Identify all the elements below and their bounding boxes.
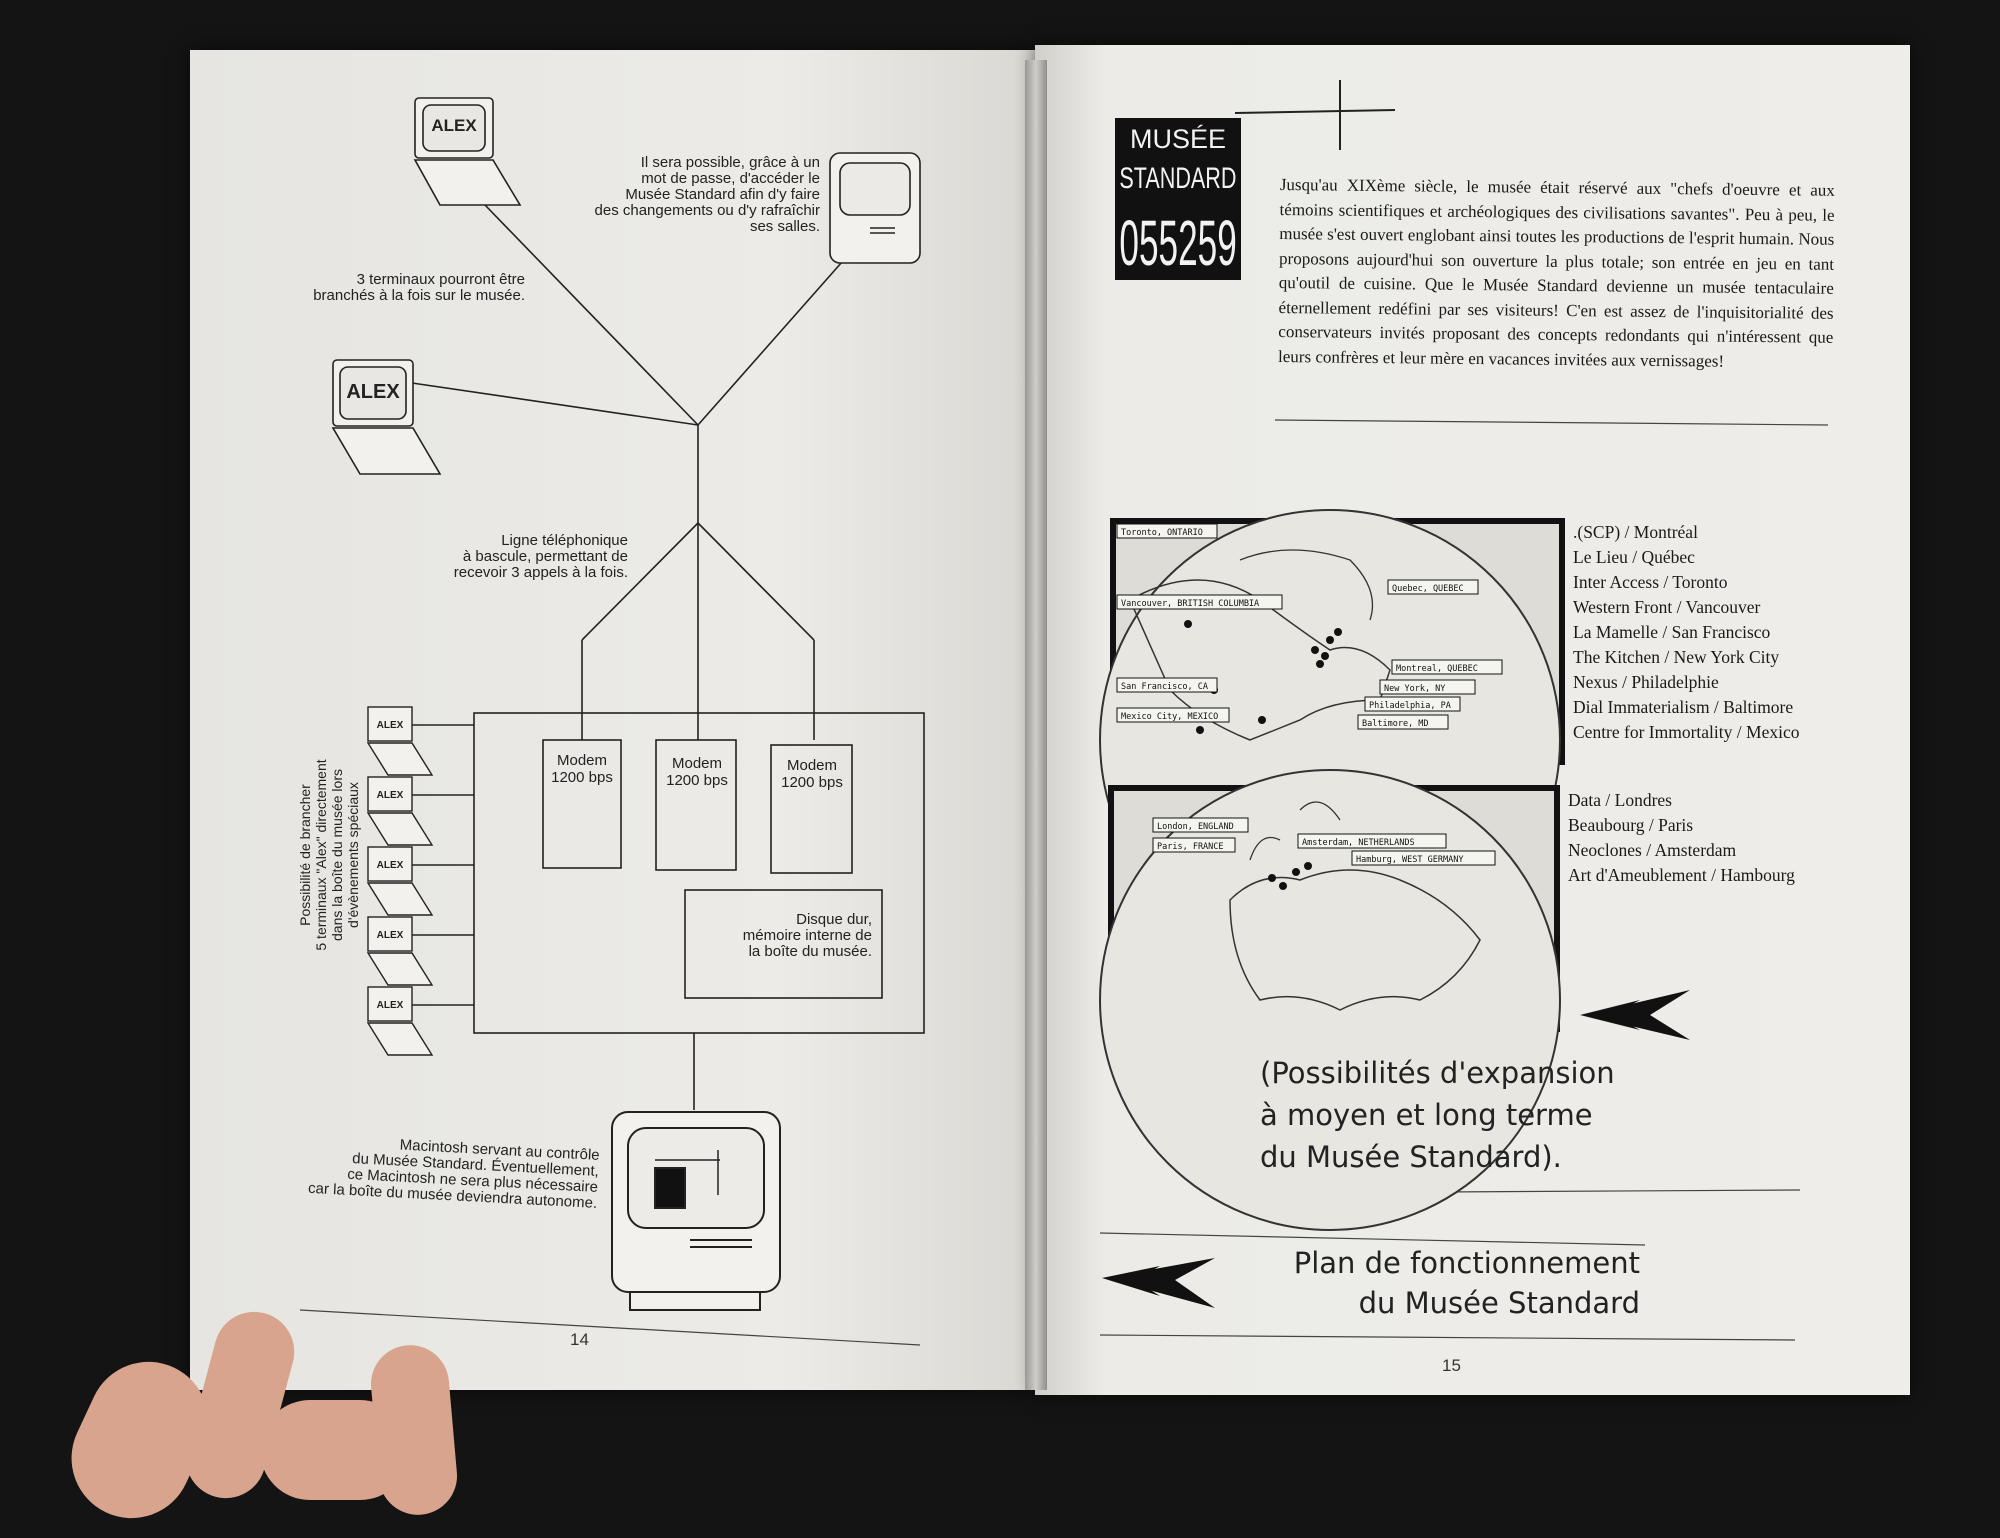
disk-caption-line-2: mémoire interne de [743,927,872,944]
caption-phone-line: Ligne téléphonique à bascule, permettant… [453,532,628,581]
alex-label-middle: ALEX [346,381,400,403]
venue-item: The Kitchen / New York City [1573,647,1780,667]
map-label-san-francisco: San Francisco, CA [1121,682,1208,692]
venue-item: .(SCP) / Montréal [1573,522,1698,542]
macintosh-control-icon [611,1111,781,1311]
map-label-amsterdam: Amsterdam, NETHERLANDS [1302,838,1415,848]
modem-1-label: Modem [557,752,607,769]
map-label-hamburg: Hamburg, WEST GERMANY [1356,855,1463,865]
alex-terminal-side-4 [366,916,434,986]
alex-terminal-side-3 [366,846,434,916]
venue-item: Dial Immaterialism / Baltimore [1573,697,1794,717]
vertical-caption-line-1: Possibilité de brancher [297,784,313,926]
intro-paragraph: Jusqu'au XIXème siècle, le musée était r… [1277,174,1835,371]
venue-item: Inter Access / Toronto [1573,572,1728,592]
alex-label-top: ALEX [431,116,477,135]
map-label-philadelphia: Philadelphia, PA [1369,701,1451,711]
modem-2-label: Modem [672,755,722,772]
vertical-caption-line-2: 5 terminaux "Alex" directement [313,759,329,950]
modem-1-speed: 1200 bps [551,769,613,786]
double-chevron-arrow-icon-bottom [1102,1258,1215,1308]
caption-terminals: 3 terminaux pourront être branchés à la … [313,271,525,304]
map-label-new-york: New York, NY [1384,684,1445,694]
alex-label-side-3: ALEX [377,860,404,871]
alex-terminal-middle [331,359,442,475]
network-diagram: Toronto, ONTARIO Vancouver, BRITISH COLU… [297,80,1829,1346]
alex-terminal-side-1 [366,706,434,776]
vertical-caption-line-4: d'évènements spéciaux [345,782,361,928]
map-label-toronto: Toronto, ONTARIO [1121,528,1203,538]
venues-americas-list: .(SCP) / Montréal Le Lieu / Québec Inter… [1573,520,1799,745]
venue-item: Art d'Ameublement / Hambourg [1568,865,1795,885]
venues-europe-list: Data / Londres Beaubourg / Paris Neoclon… [1568,788,1795,888]
alex-label-side-4: ALEX [377,930,404,941]
macintosh-remote-icon [829,152,921,264]
map-label-montreal: Montreal, QUEBEC [1396,664,1478,674]
modem-3-label: Modem [787,757,837,774]
logo-line-number: 055259 [1119,207,1236,279]
alex-terminal-side-5 [366,986,434,1056]
modem-2-speed: 1200 bps [666,772,728,789]
venue-item: La Mamelle / San Francisco [1573,622,1771,642]
venue-item: Nexus / Philadelphie [1573,672,1719,692]
logo-line-musee: MUSÉE [1130,124,1226,154]
alex-terminal-top [413,97,522,206]
book-gutter [1025,60,1047,1390]
map-label-quebec: Quebec, QUEBEC [1392,584,1464,594]
disk-caption-line-3: la boîte du musée. [749,943,872,960]
disk-caption-line-1: Disque dur, [796,911,872,928]
venue-item: Beaubourg / Paris [1568,815,1694,835]
page-number-right: 15 [1442,1356,1461,1375]
venue-item: Centre for Immortality / Mexico [1573,722,1800,742]
modem-3-speed: 1200 bps [781,774,843,791]
map-label-vancouver: Vancouver, BRITISH COLUMBIA [1121,599,1259,609]
double-chevron-arrow-icon [1580,990,1690,1040]
map-label-london: London, ENGLAND [1157,822,1234,832]
expansion-caption: (Possibilités d'expansion à moyen et lon… [1260,1056,1615,1174]
musee-standard-logo: MUSÉE STANDARD 055259 [1115,118,1241,280]
map-europe: London, ENGLAND Paris, FRANCE Amsterdam,… [1099,769,1561,1231]
alex-terminal-side-2 [366,776,434,846]
page-number-left: 14 [570,1330,589,1349]
venue-item: Western Front / Vancouver [1573,597,1761,617]
logo-line-standard: STANDARD [1119,160,1236,194]
venue-item: Le Lieu / Québec [1573,547,1695,567]
alex-label-side-5: ALEX [377,1000,404,1011]
plan-caption: Plan de fonctionnement du Musée Standard [1293,1246,1640,1320]
vertical-caption-line-3: dans la boîte du musée lors [329,769,345,941]
map-label-paris: Paris, FRANCE [1157,842,1224,852]
map-label-baltimore: Baltimore, MD [1362,719,1429,729]
map-label-mexico-city: Mexico City, MEXICO [1121,712,1218,722]
alex-label-side-2: ALEX [377,790,404,801]
venue-item: Data / Londres [1568,790,1672,810]
venue-item: Neoclones / Amsterdam [1568,840,1737,860]
alex-label-side-1: ALEX [377,720,404,731]
caption-password: Il sera possible, grâce à un mot de pass… [594,154,820,235]
